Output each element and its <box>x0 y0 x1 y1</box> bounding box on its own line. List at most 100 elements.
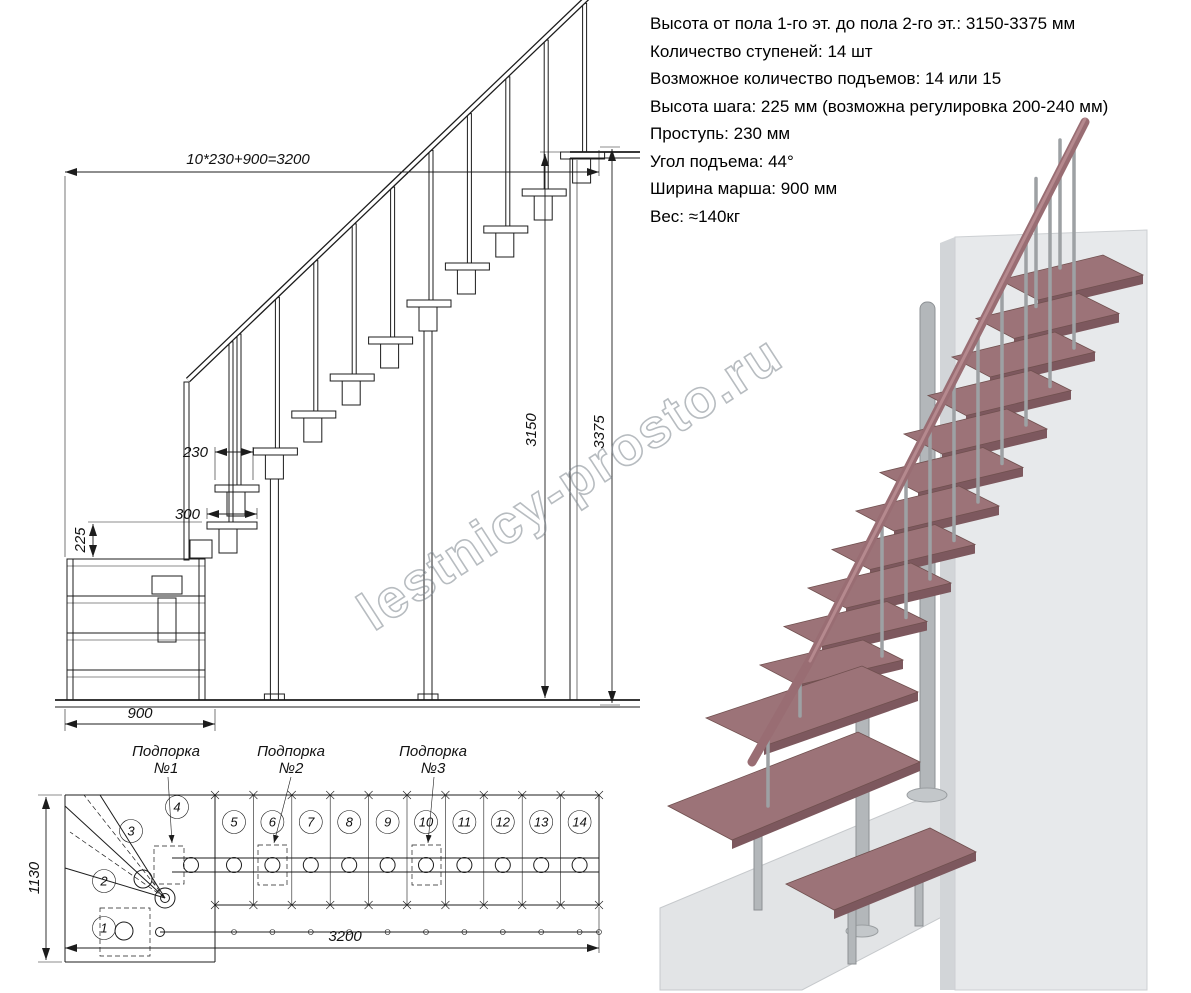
support-label-3: Подпорка №3 <box>399 743 467 844</box>
spine-module <box>189 539 213 559</box>
spine-connector <box>341 857 358 873</box>
tread-edge-3d <box>732 762 920 849</box>
weld-mark <box>325 790 335 800</box>
spine-connector <box>571 857 588 873</box>
weld-mark <box>364 790 373 800</box>
post-base <box>417 693 439 701</box>
weld-mark <box>594 900 604 910</box>
spine-module <box>572 158 592 184</box>
step-number: 13 <box>534 815 549 830</box>
svg-text:№3: №3 <box>421 760 446 777</box>
weld-mark <box>249 790 258 800</box>
step-number-circle <box>222 810 246 834</box>
weld-mark <box>402 900 412 910</box>
weld-mark <box>517 900 527 910</box>
weld-mark <box>556 900 565 910</box>
weld-mark <box>287 790 297 800</box>
rail-mark <box>461 929 468 935</box>
spine-connector <box>494 857 511 873</box>
step-number: 4 <box>173 800 180 815</box>
rail-mark <box>346 929 353 935</box>
dim-floor-height: 3150 <box>523 413 540 447</box>
dim-tread-wide: 300 <box>175 506 201 523</box>
plan-support-labels: Подпорка №1 Подпорка №2 Подпорка №3 <box>132 743 467 844</box>
weld-mark <box>594 790 604 800</box>
spine-connector <box>456 857 473 873</box>
dim-plan-depth: 1130 <box>26 861 43 894</box>
weld-mark <box>249 900 258 910</box>
spine-module <box>495 232 515 258</box>
spine-connector <box>533 857 550 873</box>
weld-mark <box>210 790 220 800</box>
support-outline-1 <box>153 845 185 885</box>
step-number-circle <box>490 810 515 834</box>
step-number-circle <box>337 810 362 834</box>
dim-total-height: 3375 <box>591 415 608 449</box>
spine-connector <box>379 857 396 873</box>
step-number: 10 <box>419 815 434 830</box>
leg-3d <box>847 907 857 965</box>
dim-rise: 225 <box>72 527 89 554</box>
spec-line: Ширина марша: 900 мм <box>650 179 838 198</box>
tread-3d <box>758 639 905 686</box>
dim-total-run: 10*230+900=3200 <box>186 151 310 168</box>
winder-connector <box>133 869 153 889</box>
tread-side <box>521 188 567 197</box>
support-post <box>269 478 279 701</box>
rail-mark <box>384 929 391 935</box>
spec-line: Угол подъема: 44° <box>650 151 794 171</box>
spine-connector <box>183 857 199 873</box>
spine-connector <box>264 857 281 873</box>
weld-mark <box>441 900 450 910</box>
spec-line: Высота от пола 1-го эт. до пола 2-го эт.… <box>650 14 1076 33</box>
dim-plan-length: 3200 <box>328 928 362 945</box>
spine-module <box>341 380 361 406</box>
support-label-1: Подпорка №1 <box>132 743 200 844</box>
support-outline-2 <box>257 844 288 886</box>
spine-connector <box>418 857 434 873</box>
hub-connector <box>154 887 176 909</box>
tread-side <box>444 262 490 271</box>
post-base <box>263 693 285 701</box>
weld-mark <box>287 900 297 910</box>
svg-text:Подпорка: Подпорка <box>132 743 200 760</box>
spine-module <box>533 195 553 221</box>
step-number: 11 <box>458 815 472 830</box>
step-number: 14 <box>572 815 586 830</box>
baluster <box>466 113 472 264</box>
step-number: 5 <box>230 815 238 830</box>
spec-line: Проступь: 230 мм <box>650 124 791 143</box>
baluster <box>428 149 434 301</box>
elevation-steps <box>183 0 606 701</box>
handrail-3d <box>747 659 813 767</box>
spec-line: Высота шага: 225 мм (возможна регулировк… <box>650 96 1109 116</box>
step-number-circle <box>298 810 323 834</box>
elevation-view: 10*230+900=3200 3150 3375 900 225 230 <box>55 0 640 731</box>
pole-base-3d <box>906 787 948 803</box>
baluster <box>582 2 588 153</box>
spine-module <box>456 269 476 295</box>
rail-mark <box>231 929 237 935</box>
weld-mark <box>402 790 412 800</box>
weld-mark <box>210 900 220 910</box>
step-number-circle <box>375 810 400 834</box>
step-number-circle <box>260 810 285 834</box>
baluster <box>236 333 242 486</box>
step-number-circle <box>567 810 592 834</box>
step-number: 12 <box>496 815 511 830</box>
support-post <box>423 330 433 701</box>
tread-side <box>206 521 258 530</box>
tread-edge-3d <box>834 852 976 919</box>
rail-post <box>183 381 190 561</box>
spine-module <box>264 454 284 480</box>
baluster <box>313 260 319 412</box>
weld-mark <box>556 790 565 800</box>
baluster <box>228 341 234 523</box>
step-number-circle <box>529 810 554 834</box>
step-number: 7 <box>307 815 315 830</box>
tread-edge-3d <box>764 692 918 755</box>
step-number-circle <box>165 795 189 819</box>
svg-text:№2: №2 <box>279 760 304 777</box>
